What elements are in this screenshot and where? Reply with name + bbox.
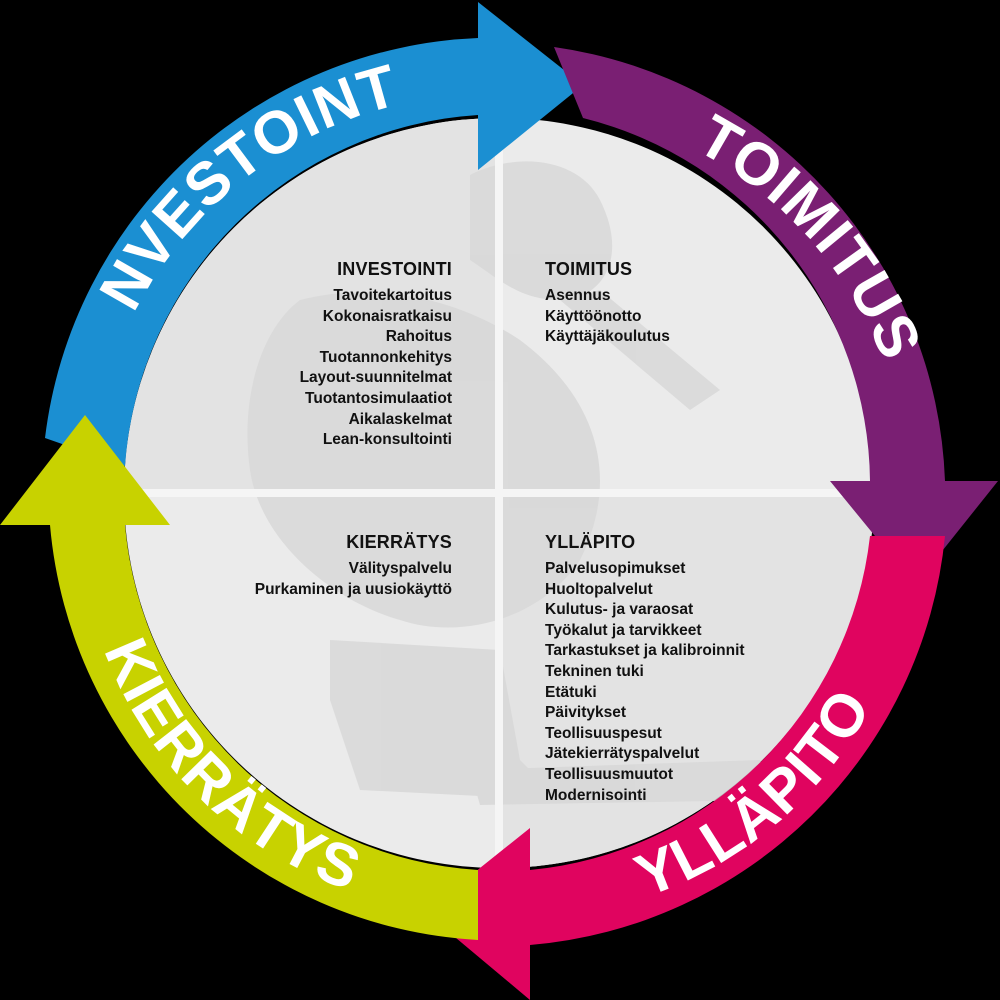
toimitus-title: TOIMITUS — [545, 259, 633, 279]
yllapito-arrow — [425, 536, 945, 1000]
service-item: Jätekierrätyspalvelut — [545, 745, 700, 763]
service-item: Päivitykset — [545, 704, 626, 722]
yllapito-title: YLLÄPITO — [545, 532, 636, 552]
service-item: Tuotannonkehitys — [319, 348, 452, 366]
service-item: Käyttöönotto — [545, 307, 642, 325]
silhouette-foot — [470, 760, 770, 805]
service-item: Purkaminen ja uusiokäyttö — [254, 580, 452, 598]
service-item: Tarkastukset ja kalibroinnit — [545, 642, 745, 660]
service-item: Teollisuusmuutot — [545, 765, 674, 783]
investointi-title: INVESTOINTI — [337, 259, 452, 279]
service-item: Teollisuuspesut — [545, 724, 662, 742]
service-item: Työkalut ja tarvikkeet — [545, 621, 702, 639]
service-item: Palvelusopimukset — [545, 560, 686, 577]
service-item: Lean-konsultointi — [322, 431, 452, 449]
service-item: Kulutus- ja varaosat — [545, 601, 694, 619]
service-item: Huoltopalvelut — [545, 580, 653, 598]
service-item: Etätuki — [545, 683, 597, 701]
service-item: Tekninen tuki — [545, 662, 644, 680]
silhouette-head — [470, 161, 613, 300]
service-item: Käyttäjäkoulutus — [545, 328, 670, 346]
service-item: Tavoitekartoitus — [333, 287, 452, 304]
service-item: Rahoitus — [385, 328, 452, 346]
silhouette-body — [247, 292, 600, 628]
kierratys-title: KIERRÄTYS — [346, 532, 452, 552]
toimitus-arrow — [554, 47, 998, 585]
service-item: Layout-suunnitelmat — [299, 369, 452, 387]
service-item: Kokonaisratkaisu — [322, 307, 452, 325]
service-item: Välityspalvelu — [348, 560, 452, 577]
service-item: Modernisointi — [545, 786, 647, 804]
center-disc — [124, 118, 874, 868]
investointi-arrow — [45, 2, 583, 466]
service-item: Aikalaskelmat — [348, 410, 452, 428]
kierratys-arrow — [0, 415, 478, 940]
service-item: Asennus — [545, 287, 611, 304]
silhouette-handle — [560, 290, 720, 410]
service-item: Tuotantosimulaatiot — [305, 389, 452, 407]
